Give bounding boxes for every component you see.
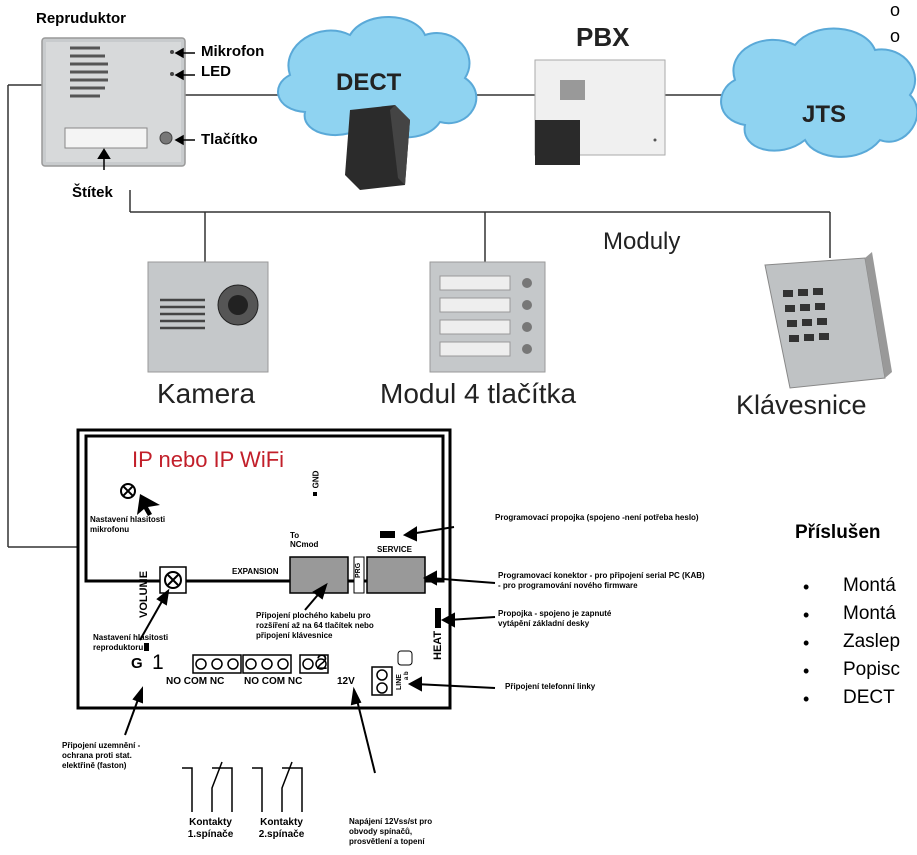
annotation-ground: Připojení uzemnění - ochrana proti stat.… bbox=[62, 741, 141, 770]
annotation-contacts1: Kontakty 1.spínače bbox=[187, 817, 234, 840]
accessory-bullet-4: • bbox=[803, 661, 810, 681]
annotation-heat-jumper: Propojka - spojeno je zapnuté vytápění z… bbox=[498, 609, 612, 628]
relay1-terminals: NO COM NC bbox=[166, 676, 225, 687]
camera-module bbox=[147, 261, 269, 373]
label-arrows bbox=[174, 47, 195, 146]
expansion-label: EXPANSION bbox=[232, 567, 279, 576]
contact-symbols bbox=[182, 761, 303, 812]
annotation-speaker-sensitivity: Nastavení hlasitosti reproduktoru bbox=[93, 633, 169, 652]
accessory-bullet-3: • bbox=[803, 633, 810, 653]
pbx-device bbox=[534, 59, 666, 165]
label-modules: Moduly bbox=[603, 228, 681, 255]
accessory-item-1: Montá bbox=[843, 575, 896, 596]
to-ncmod-label: To NCmod bbox=[290, 531, 319, 549]
top-bullet-1: o bbox=[890, 0, 901, 20]
accessories-heading: Příslušen bbox=[795, 522, 881, 543]
label-nameplate: Štítek bbox=[72, 184, 113, 201]
accessory-item-4: Popisc bbox=[843, 659, 901, 680]
annotation-prog-connector: Programovací konektor - pro připojení se… bbox=[498, 571, 705, 590]
g-label: G bbox=[131, 655, 143, 672]
label-microphone: Mikrofon bbox=[201, 43, 265, 60]
annotation-prog-jumper: Programovací propojka (spojeno -není pot… bbox=[495, 513, 699, 522]
label-pbx: PBX bbox=[576, 22, 630, 52]
annotation-power: Napájení 12Vss/st pro obvody spínačů, pr… bbox=[349, 817, 433, 846]
board-title: IP nebo IP WiFi bbox=[132, 447, 285, 472]
v12-label: 12V bbox=[337, 676, 355, 687]
heat-label: HEAT bbox=[432, 630, 444, 660]
volume-label: VOLUME bbox=[138, 570, 150, 618]
annotation-phone-line: Připojení telefonní linky bbox=[505, 682, 596, 691]
accessory-item-5: DECT bbox=[843, 687, 895, 708]
service-label: SERVICE bbox=[377, 545, 412, 554]
accessory-item-3: Zaslep bbox=[843, 631, 901, 652]
accessory-bullet-1: • bbox=[803, 577, 810, 597]
accessory-bullet-2: • bbox=[803, 605, 810, 625]
label-module4: Modul 4 tlačítka bbox=[380, 378, 577, 409]
annotation-arrows bbox=[97, 148, 496, 774]
keypad-module bbox=[764, 252, 892, 389]
relay2-terminals: NO COM NC bbox=[244, 676, 303, 687]
label-jts: JTS bbox=[802, 101, 847, 128]
label-button: Tlačítko bbox=[201, 131, 258, 148]
board-components bbox=[120, 483, 441, 696]
ab-label: a b bbox=[404, 671, 410, 680]
label-led: LED bbox=[201, 63, 231, 80]
mic-sensitivity-note: Nastavení hlasitosti mikrofonu bbox=[90, 515, 166, 534]
label-speaker: Repruduktor bbox=[36, 10, 126, 27]
accessory-item-2: Montá bbox=[843, 603, 896, 624]
jts-cloud bbox=[720, 27, 917, 158]
four-button-module bbox=[429, 261, 546, 373]
gnd-label: GND bbox=[311, 470, 321, 489]
door-station bbox=[41, 37, 186, 167]
label-camera: Kamera bbox=[157, 378, 256, 409]
accessory-bullet-5: • bbox=[803, 689, 810, 709]
dect-cloud bbox=[277, 16, 478, 139]
label-keypad: Klávesnice bbox=[736, 390, 867, 420]
top-bullet-2: o bbox=[890, 26, 901, 46]
line-label: LINE bbox=[396, 674, 403, 690]
relay2-number: 2 bbox=[316, 651, 328, 674]
board-outline bbox=[76, 428, 452, 710]
dect-base bbox=[345, 105, 410, 190]
relay1-number: 1 bbox=[152, 651, 164, 674]
annotation-contacts2: Kontakty 2.spínače bbox=[258, 817, 305, 840]
label-dect: DECT bbox=[336, 69, 402, 96]
prg-label: PRG bbox=[355, 562, 362, 578]
annotation-flat-cable: Připojení plochého kabelu pro rozšíření … bbox=[256, 611, 374, 640]
